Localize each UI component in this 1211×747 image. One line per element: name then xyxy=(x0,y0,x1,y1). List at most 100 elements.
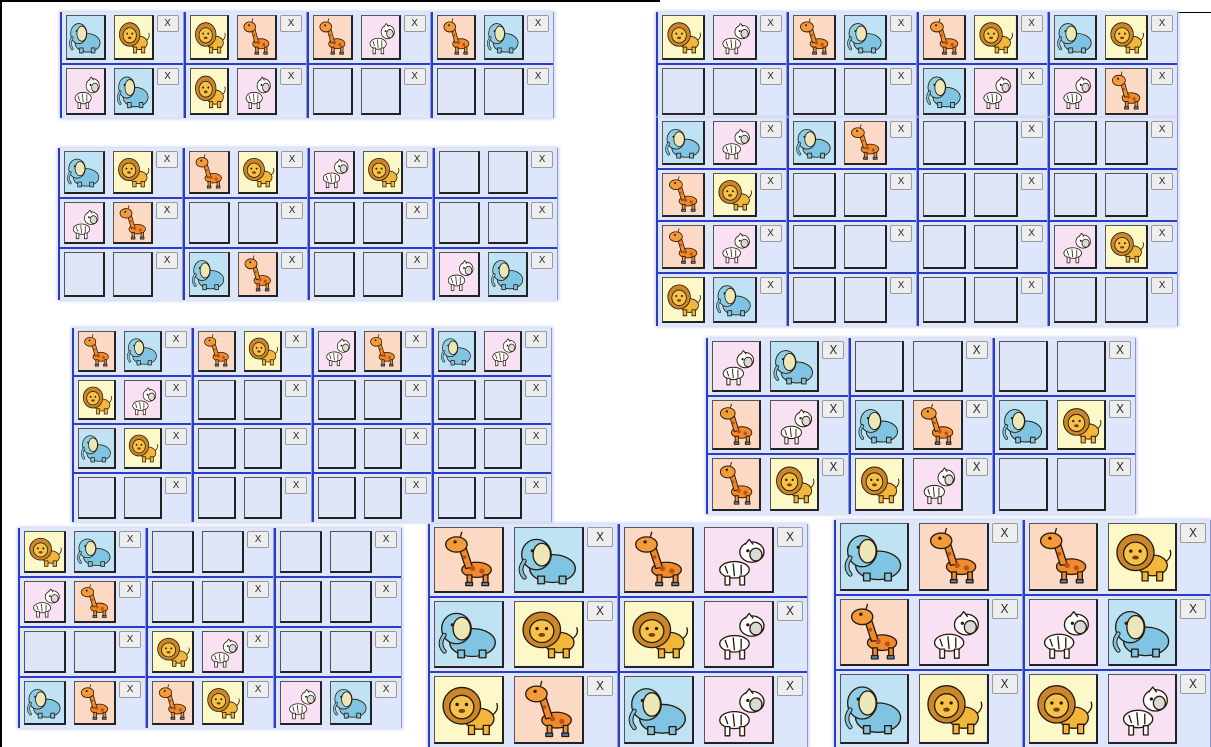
lion-icon[interactable] xyxy=(152,631,194,673)
lion-icon[interactable] xyxy=(974,15,1017,60)
lion-icon[interactable] xyxy=(113,151,154,194)
giraffe-icon[interactable] xyxy=(844,121,887,165)
lion-icon[interactable] xyxy=(514,601,584,667)
giraffe-icon[interactable] xyxy=(74,581,116,623)
remove-row-button[interactable]: X xyxy=(247,531,269,548)
remove-row-button[interactable]: X xyxy=(156,151,178,168)
giraffe-icon[interactable] xyxy=(152,681,194,725)
remove-row-button[interactable]: X xyxy=(1021,225,1043,242)
lion-icon[interactable] xyxy=(713,173,756,217)
remove-row-button[interactable]: X xyxy=(966,400,988,418)
remove-row-button[interactable]: X xyxy=(405,331,427,348)
remove-row-button[interactable]: X xyxy=(777,676,803,696)
remove-row-button[interactable]: X xyxy=(525,428,547,445)
remove-row-button[interactable]: X xyxy=(992,674,1018,694)
giraffe-icon[interactable] xyxy=(662,225,705,269)
remove-row-button[interactable]: X xyxy=(527,68,549,85)
remove-row-button[interactable]: X xyxy=(531,151,553,168)
zebra-icon[interactable] xyxy=(1054,225,1097,269)
giraffe-icon[interactable] xyxy=(364,331,402,372)
zebra-icon[interactable] xyxy=(713,225,756,269)
giraffe-icon[interactable] xyxy=(793,15,836,60)
elephant-icon[interactable] xyxy=(514,527,584,593)
remove-row-button[interactable]: X xyxy=(1151,225,1173,242)
remove-row-button[interactable]: X xyxy=(525,380,547,397)
remove-row-button[interactable]: X xyxy=(760,121,782,138)
remove-row-button[interactable]: X xyxy=(890,225,912,242)
remove-row-button[interactable]: X xyxy=(285,428,307,445)
lion-icon[interactable] xyxy=(919,674,988,744)
elephant-icon[interactable] xyxy=(840,674,909,744)
lion-icon[interactable] xyxy=(114,15,154,60)
remove-row-button[interactable]: X xyxy=(587,601,613,621)
remove-row-button[interactable]: X xyxy=(375,681,397,698)
remove-row-button[interactable]: X xyxy=(375,581,397,598)
elephant-icon[interactable] xyxy=(923,68,966,115)
remove-row-button[interactable]: X xyxy=(247,581,269,598)
elephant-icon[interactable] xyxy=(855,400,904,451)
zebra-icon[interactable] xyxy=(24,581,66,623)
elephant-icon[interactable] xyxy=(434,601,504,667)
zebra-icon[interactable] xyxy=(712,341,761,392)
giraffe-icon[interactable] xyxy=(1105,68,1148,115)
remove-row-button[interactable]: X xyxy=(822,400,844,418)
giraffe-icon[interactable] xyxy=(437,15,477,60)
giraffe-icon[interactable] xyxy=(113,202,154,245)
remove-row-button[interactable]: X xyxy=(525,477,547,494)
remove-row-button[interactable]: X xyxy=(822,458,844,476)
elephant-icon[interactable] xyxy=(662,121,705,165)
remove-row-button[interactable]: X xyxy=(156,252,178,269)
lion-icon[interactable] xyxy=(124,428,162,469)
elephant-icon[interactable] xyxy=(24,681,66,725)
remove-row-button[interactable]: X xyxy=(1021,173,1043,190)
giraffe-icon[interactable] xyxy=(712,458,761,511)
remove-row-button[interactable]: X xyxy=(760,68,782,85)
lion-icon[interactable] xyxy=(24,531,66,573)
remove-row-button[interactable]: X xyxy=(587,676,613,696)
giraffe-icon[interactable] xyxy=(78,331,116,372)
lion-icon[interactable] xyxy=(1029,674,1098,744)
giraffe-icon[interactable] xyxy=(198,331,236,372)
zebra-icon[interactable] xyxy=(314,151,355,194)
elephant-icon[interactable] xyxy=(488,252,529,297)
remove-row-button[interactable]: X xyxy=(1151,68,1173,85)
remove-row-button[interactable]: X xyxy=(1021,68,1043,85)
remove-row-button[interactable]: X xyxy=(281,252,303,269)
lion-icon[interactable] xyxy=(190,68,230,115)
zebra-icon[interactable] xyxy=(713,15,756,60)
remove-row-button[interactable]: X xyxy=(280,15,302,32)
remove-row-button[interactable]: X xyxy=(966,458,988,476)
zebra-icon[interactable] xyxy=(919,599,988,667)
remove-row-button[interactable]: X xyxy=(247,681,269,698)
remove-row-button[interactable]: X xyxy=(760,277,782,294)
zebra-icon[interactable] xyxy=(913,458,962,511)
lion-icon[interactable] xyxy=(662,15,705,60)
remove-row-button[interactable]: X xyxy=(1109,341,1131,359)
remove-row-button[interactable]: X xyxy=(531,202,553,219)
elephant-icon[interactable] xyxy=(64,151,105,194)
giraffe-icon[interactable] xyxy=(913,400,962,451)
giraffe-icon[interactable] xyxy=(624,527,694,593)
elephant-icon[interactable] xyxy=(189,252,230,297)
zebra-icon[interactable] xyxy=(484,331,522,372)
giraffe-icon[interactable] xyxy=(840,599,909,667)
giraffe-icon[interactable] xyxy=(434,527,504,593)
lion-icon[interactable] xyxy=(1108,523,1177,591)
giraffe-icon[interactable] xyxy=(237,15,277,60)
elephant-icon[interactable] xyxy=(844,15,887,60)
remove-row-button[interactable]: X xyxy=(285,380,307,397)
zebra-icon[interactable] xyxy=(974,68,1017,115)
elephant-icon[interactable] xyxy=(78,428,116,469)
remove-row-button[interactable]: X xyxy=(285,477,307,494)
giraffe-icon[interactable] xyxy=(923,15,966,60)
remove-row-button[interactable]: X xyxy=(777,527,803,547)
zebra-icon[interactable] xyxy=(770,400,819,451)
giraffe-icon[interactable] xyxy=(313,15,353,60)
remove-row-button[interactable]: X xyxy=(1109,400,1131,418)
remove-row-button[interactable]: X xyxy=(165,477,187,494)
zebra-icon[interactable] xyxy=(124,380,162,421)
elephant-icon[interactable] xyxy=(624,676,694,744)
zebra-icon[interactable] xyxy=(1108,674,1177,744)
lion-icon[interactable] xyxy=(238,151,279,194)
remove-row-button[interactable]: X xyxy=(992,599,1018,619)
